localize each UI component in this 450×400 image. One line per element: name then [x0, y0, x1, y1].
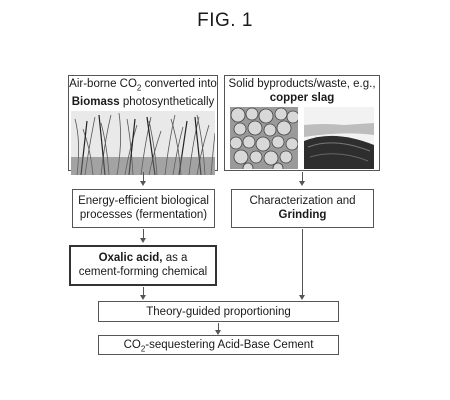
grinding-line-2: Grinding: [278, 209, 327, 221]
slag-line-1: Solid byproducts/waste, e.g.,: [228, 78, 376, 90]
proportioning-box: Theory-guided proportioning: [98, 301, 339, 322]
oxalic-acid-box: Oxalic acid, as a cement-forming chemica…: [69, 245, 217, 286]
biomass-line-2: Biomass photosynthetically: [71, 96, 215, 109]
oxalic-line-2: cement-forming chemical: [78, 266, 208, 278]
slag-box: Solid byproducts/waste, e.g., copper sla…: [224, 75, 380, 171]
arrow-head: [299, 181, 305, 186]
biomass-line-1: Air-borne CO2 converted into: [69, 78, 217, 93]
bio-process-line-1: Energy-efficient biological: [78, 195, 209, 207]
arrow-biomass-to-process: [143, 172, 144, 182]
grinding-line-1: Characterization and: [249, 195, 356, 207]
arrow-process-to-oxalic: [143, 229, 144, 239]
slag-line-2: copper slag: [269, 92, 335, 104]
cement-label: CO2-sequestering Acid-Base Cement: [123, 339, 314, 354]
arrow-head: [140, 181, 146, 186]
bio-process-box: Energy-efficient biological processes (f…: [72, 189, 215, 228]
arrow-grinding-to-proportioning: [302, 229, 303, 296]
grass-image: [71, 111, 215, 176]
arrow-head: [299, 295, 305, 300]
arrow-proportioning-to-cement: [218, 323, 219, 331]
slag-pile-image: [304, 107, 374, 169]
bio-process-line-2: processes (fermentation): [79, 209, 208, 221]
biomass-box: Air-borne CO2 converted into Biomass pho…: [68, 75, 218, 176]
arrow-head: [140, 295, 146, 300]
proportioning-label: Theory-guided proportioning: [146, 306, 291, 318]
figure-title: FIG. 1: [197, 10, 253, 31]
slag-particles-image: [230, 107, 298, 169]
arrow-head: [215, 330, 221, 335]
oxalic-line-1: Oxalic acid, as a: [98, 252, 188, 264]
arrow-oxalic-to-proportioning: [143, 287, 144, 296]
cement-box: CO2-sequestering Acid-Base Cement: [98, 335, 339, 355]
arrow-head: [140, 238, 146, 243]
arrow-slag-to-grinding: [302, 172, 303, 182]
grinding-box: Characterization and Grinding: [231, 189, 374, 228]
